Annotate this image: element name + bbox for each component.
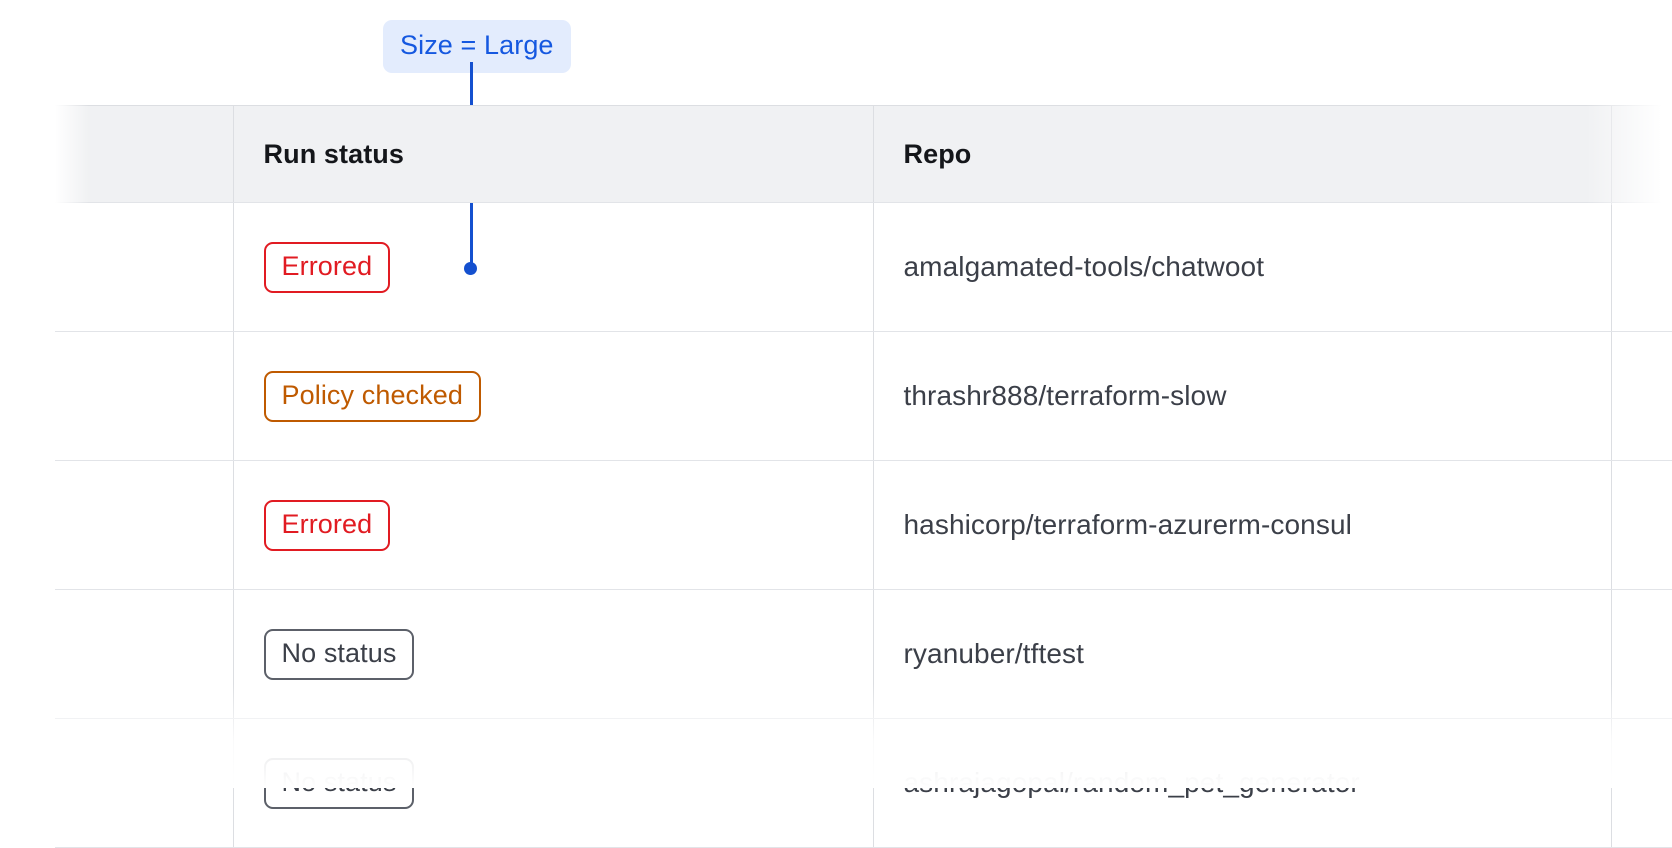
row-select-cell[interactable] (55, 202, 234, 332)
column-header-repo[interactable]: Repo (873, 105, 1612, 203)
status-badge: No status (263, 628, 415, 680)
table-body: Errored amalgamated-tools/chatwoot Polic… (55, 202, 1672, 848)
table-header-row: Run status Repo (55, 105, 1672, 203)
table-row[interactable]: Errored amalgamated-tools/chatwoot (55, 202, 1672, 332)
table-row[interactable]: Policy checked thrashr888/terraform-slow (55, 331, 1672, 461)
table-header: Run status Repo (55, 105, 1672, 203)
cell-repo: thrashr888/terraform-slow (873, 331, 1612, 461)
status-badge: Errored (263, 499, 391, 551)
cell-repo: ashrajagopal/random_pet_generator (873, 718, 1612, 848)
cell-repo: ryanuber/tftest (873, 589, 1612, 719)
cell-run-status: Errored (233, 460, 874, 590)
cell-repo: amalgamated-tools/chatwoot (873, 202, 1612, 332)
cell-overflow (1611, 331, 1672, 461)
row-select-cell[interactable] (55, 460, 234, 590)
cell-repo: hashicorp/terraform-azurerm-consul (873, 460, 1612, 590)
table-row[interactable]: Errored hashicorp/terraform-azurerm-cons… (55, 460, 1672, 590)
row-select-cell[interactable] (55, 718, 234, 848)
column-header-overflow (1611, 105, 1672, 203)
cell-run-status: No status (233, 718, 874, 848)
cell-overflow (1611, 460, 1672, 590)
table-row[interactable]: No status ryanuber/tftest (55, 589, 1672, 719)
status-badge: Errored (263, 241, 391, 293)
cell-run-status: Policy checked (233, 331, 874, 461)
cell-overflow (1611, 718, 1672, 848)
runs-table-container: Run status Repo Errored amalgamated-tool… (0, 105, 1672, 848)
status-badge: Policy checked (263, 370, 481, 422)
status-badge: No status (263, 757, 415, 809)
size-annotation-badge: Size = Large (383, 20, 571, 73)
row-select-cell[interactable] (55, 331, 234, 461)
cell-overflow (1611, 202, 1672, 332)
table-row[interactable]: No status ashrajagopal/random_pet_genera… (55, 718, 1672, 848)
row-select-cell[interactable] (55, 589, 234, 719)
screenshot-root: Size = Large Run status Repo (0, 20, 1672, 848)
runs-table: Run status Repo Errored amalgamated-tool… (55, 105, 1672, 848)
cell-run-status: Errored (233, 202, 874, 332)
column-header-run-status[interactable]: Run status (233, 105, 874, 203)
column-header-select[interactable] (55, 105, 234, 203)
cell-overflow (1611, 589, 1672, 719)
cell-run-status: No status (233, 589, 874, 719)
